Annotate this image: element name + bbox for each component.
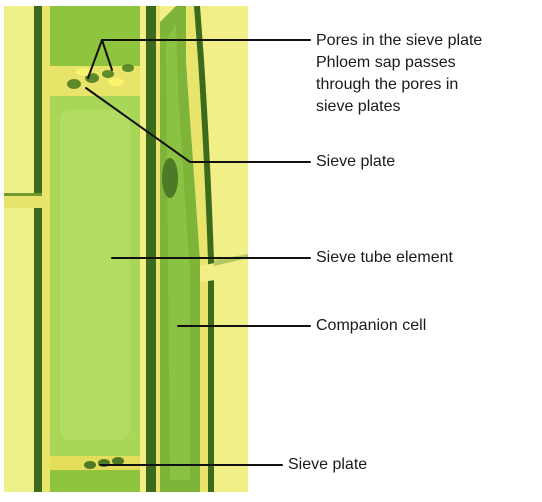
- left-outer-wall: [34, 6, 42, 492]
- middle-wall-light: [140, 6, 146, 492]
- sieve-plate-top-pore: [67, 79, 81, 89]
- sieve-plate-bottom-pore: [84, 461, 96, 469]
- companion-cell-nucleus: [162, 158, 178, 198]
- label-pores-line2: Phloem sap passes: [316, 53, 456, 73]
- sieve-plate-pore-highlight: [108, 78, 124, 86]
- label-sieve-plate-top: Sieve plate: [316, 152, 395, 172]
- right-neighbour-cell: [214, 6, 248, 492]
- label-pores-line3: through the pores in: [316, 75, 458, 95]
- middle-wall-dark: [146, 6, 156, 492]
- left-neighbour-cell: [4, 6, 34, 492]
- sieve-plate-bottom-pore: [112, 457, 124, 465]
- label-pores-line4: sieve plates: [316, 97, 401, 117]
- middle-wall-highlight: [156, 6, 160, 492]
- left-cross-wall: [4, 196, 42, 208]
- left-cross-wall-edge: [4, 193, 42, 196]
- label-pores-line1: Pores in the sieve plate: [316, 31, 482, 51]
- label-companion-cell: Companion cell: [316, 316, 426, 336]
- sieve-plate-top-pore: [122, 64, 134, 72]
- left-outer-wall-highlight: [42, 6, 50, 492]
- label-sieve-plate-bottom: Sieve plate: [288, 455, 367, 475]
- sieve-tube-inner-shade: [60, 110, 130, 440]
- label-sieve-tube-element: Sieve tube element: [316, 248, 453, 268]
- sieve-plate-top-pore: [102, 70, 114, 78]
- sieve-tube-lower: [50, 470, 140, 492]
